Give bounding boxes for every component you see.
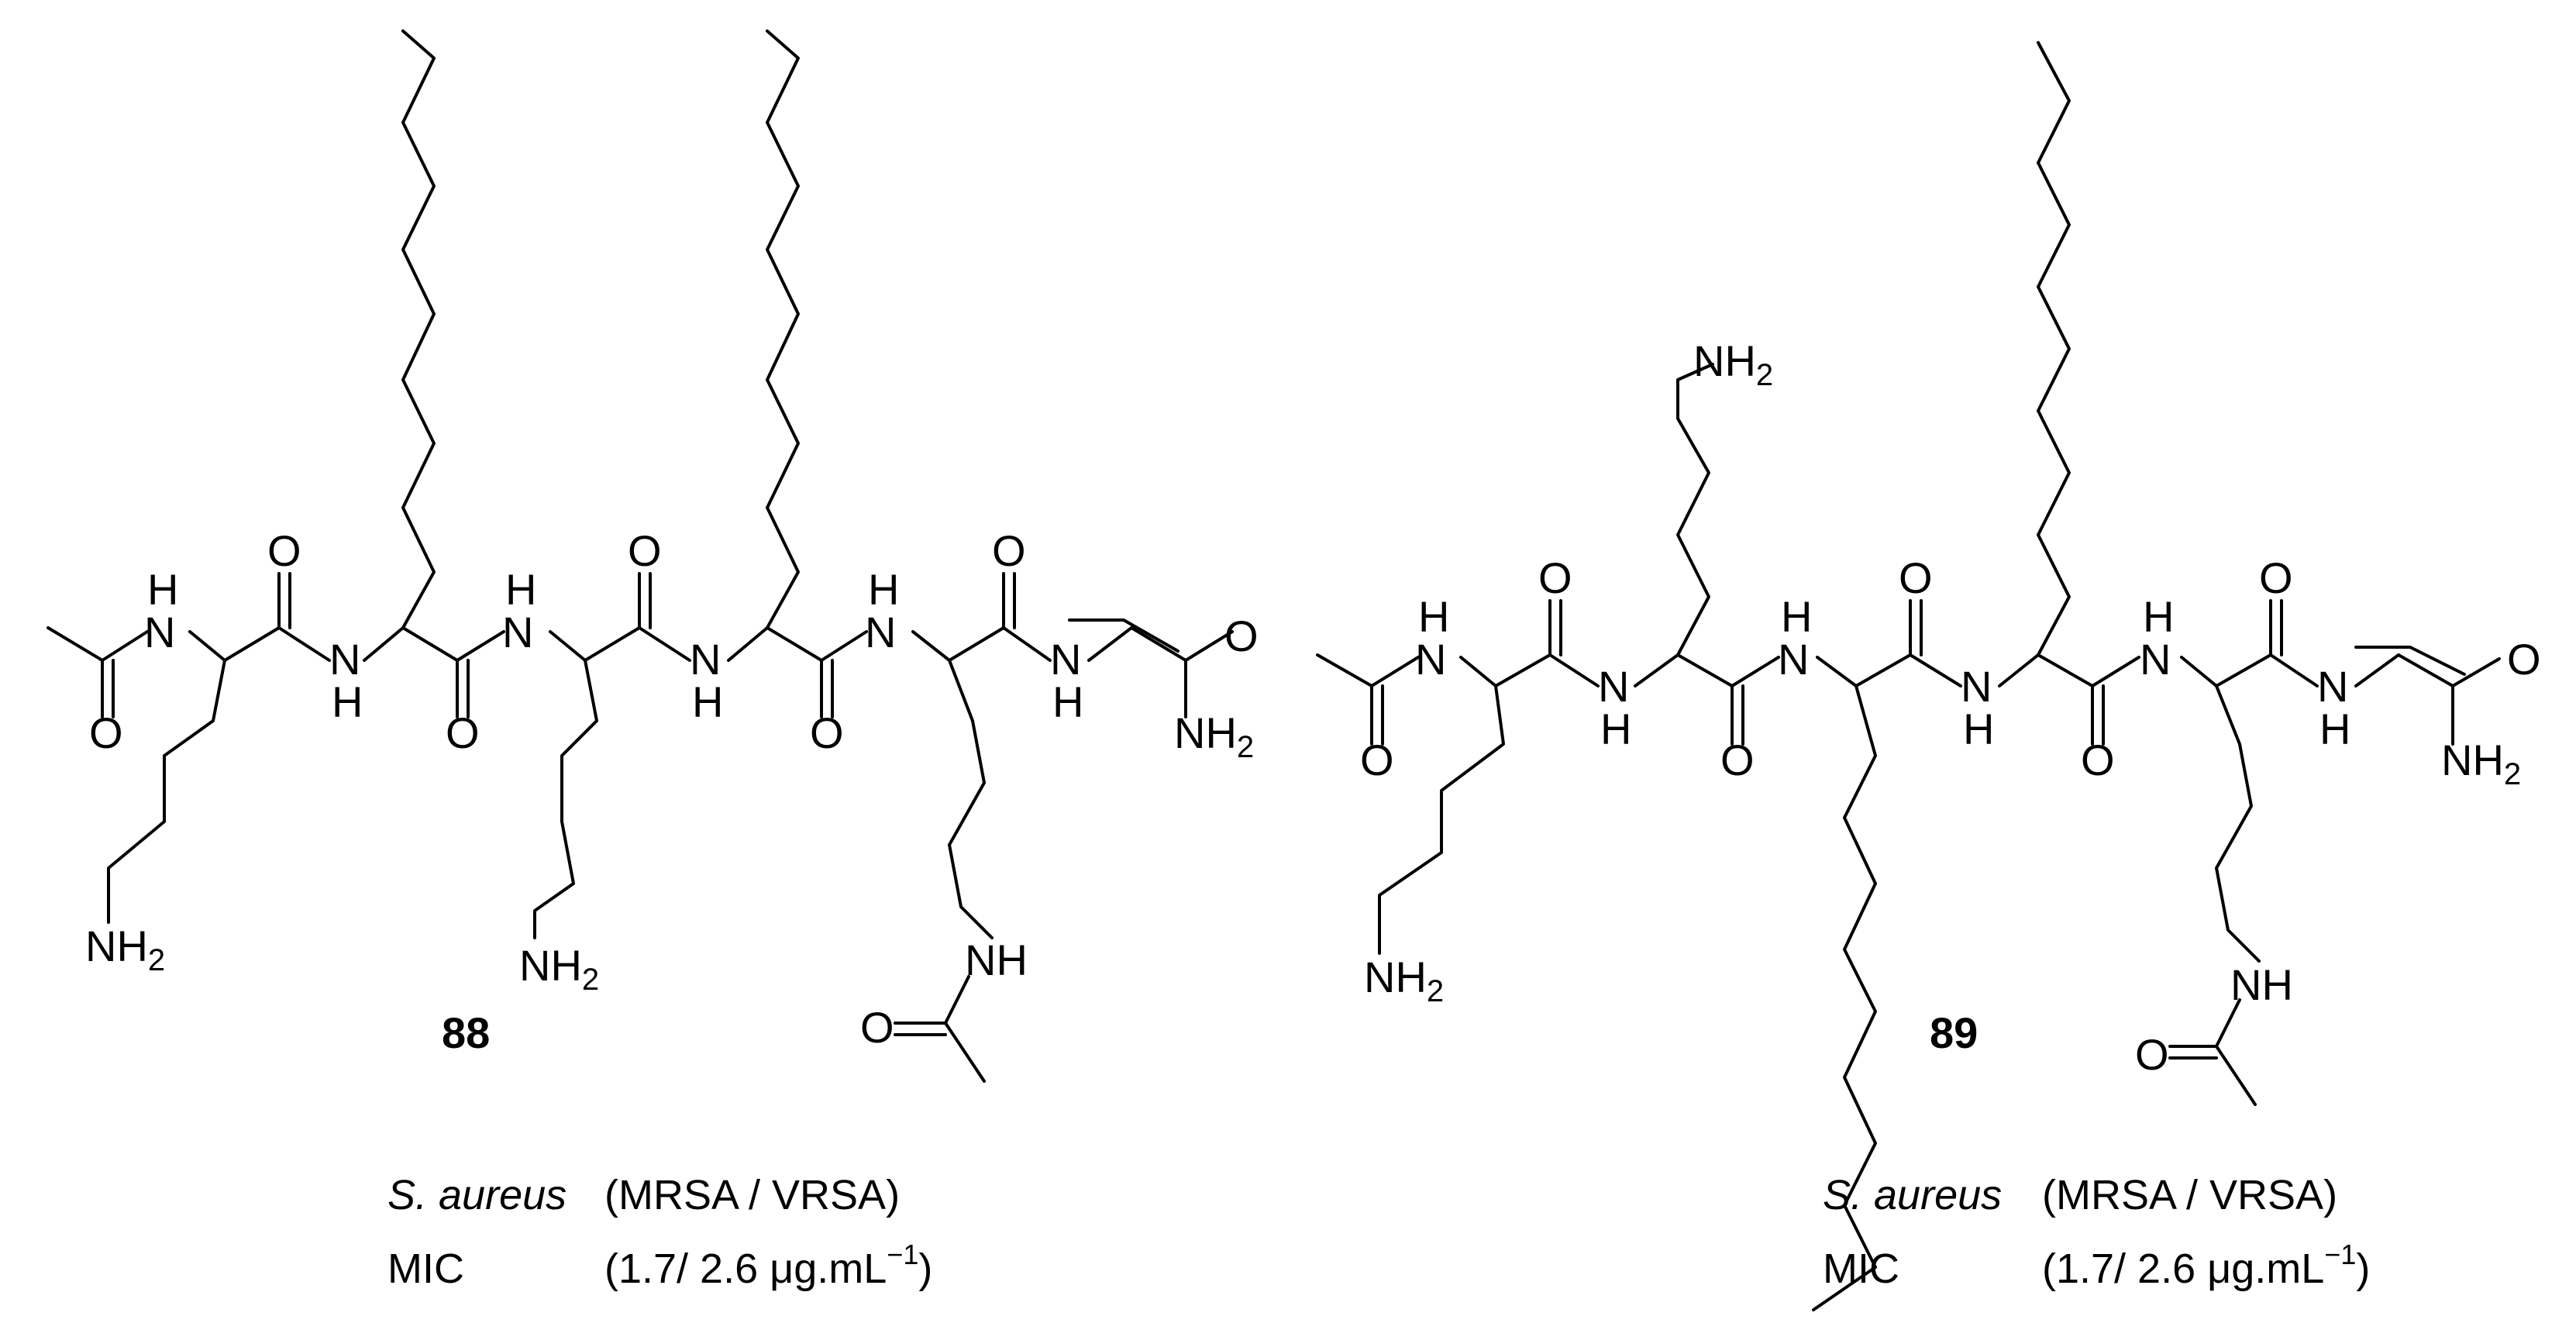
atom-N: N bbox=[690, 635, 721, 684]
mic-label: MIC bbox=[1823, 1246, 1899, 1292]
atom-N: N bbox=[1778, 635, 1809, 684]
compound-89-lipid-chain-1 bbox=[1812, 684, 1877, 1311]
compound-89-lipid-chain-2 bbox=[2037, 41, 2071, 656]
atom-H: H bbox=[1600, 705, 1631, 753]
atom-H: H bbox=[147, 565, 178, 614]
compound-89-backbone bbox=[1316, 599, 2501, 746]
compound-88-lipid-chain-2 bbox=[766, 29, 800, 629]
atom-O: O bbox=[992, 526, 1026, 575]
amine-nh2-label: NH2 bbox=[85, 922, 165, 977]
compound-89-activity: S. aureus (MRSA / VRSA) MIC (1.7/ 2.6 μg… bbox=[1823, 1172, 2370, 1292]
atom-O: O bbox=[2135, 1030, 2169, 1079]
atom-N: N bbox=[2317, 662, 2348, 711]
atom-O: O bbox=[1360, 736, 1394, 784]
compound-88-lipid-chain-1 bbox=[401, 29, 436, 629]
amide-nh2-label: NH2 bbox=[2441, 736, 2521, 791]
amine-nh2-label: NH2 bbox=[1693, 336, 1773, 392]
organism-name: S. aureus bbox=[387, 1172, 567, 1218]
compound-89-lysine-sidechain-1 bbox=[1378, 684, 1505, 955]
mic-label: MIC bbox=[387, 1246, 464, 1292]
organism-name: S. aureus bbox=[1823, 1172, 2002, 1218]
compound-88-lysine-sidechain-1 bbox=[107, 659, 226, 924]
mic-value: (1.7/ 2.6 μg.mL−1) bbox=[2042, 1239, 2370, 1292]
atom-H: H bbox=[1418, 592, 1449, 641]
atom-NH: NH bbox=[965, 935, 1028, 984]
strain-list: (MRSA / VRSA) bbox=[2042, 1172, 2337, 1218]
compound-88-glycinamide bbox=[1068, 618, 1180, 653]
compound-89-structure: H N O O N H O H N O N H O H N O N H O NH… bbox=[1316, 41, 2541, 1311]
atom-N: N bbox=[1415, 635, 1446, 684]
compound-89-lysine-sidechain-2 bbox=[1676, 363, 1714, 656]
strain-list: (MRSA / VRSA) bbox=[604, 1172, 900, 1218]
atom-O: O bbox=[89, 708, 123, 757]
atom-H: H bbox=[1781, 592, 1812, 641]
atom-N: N bbox=[144, 608, 175, 656]
atom-N: N bbox=[2140, 635, 2171, 684]
compound-88-acetyl-lysine-sidechain bbox=[894, 659, 994, 1083]
amine-nh2-label: NH2 bbox=[519, 941, 599, 997]
atom-N: N bbox=[865, 608, 896, 656]
atom-H: H bbox=[2143, 592, 2174, 641]
compound-88-activity: S. aureus (MRSA / VRSA) MIC (1.7/ 2.6 μg… bbox=[387, 1172, 932, 1292]
atom-N: N bbox=[1598, 662, 1629, 711]
compound-89-acetyl-lysine-sidechain bbox=[2168, 684, 2261, 1106]
atom-H: H bbox=[332, 677, 363, 726]
atom-O: O bbox=[2081, 736, 2115, 784]
compound-88-lysine-sidechain-2 bbox=[533, 659, 598, 939]
atom-O: O bbox=[810, 708, 844, 757]
mic-value: (1.7/ 2.6 μg.mL−1) bbox=[604, 1239, 932, 1292]
atom-H: H bbox=[2319, 705, 2350, 753]
atom-NH: NH bbox=[2230, 960, 2293, 1009]
compound-89-glycinamide bbox=[2354, 646, 2466, 676]
amine-nh2-label: NH2 bbox=[1364, 953, 1444, 1008]
atom-O: O bbox=[860, 1003, 894, 1052]
atom-O: O bbox=[2507, 635, 2541, 684]
amide-nh2-label: NH2 bbox=[1174, 708, 1254, 764]
atom-N: N bbox=[502, 608, 533, 656]
atom-N: N bbox=[329, 635, 360, 684]
compound-88-structure: H N O O N H O H N O N H O H N O N H O NH… bbox=[46, 29, 1259, 1083]
atom-O: O bbox=[1538, 553, 1572, 602]
atom-N: N bbox=[1961, 662, 1992, 711]
atom-H: H bbox=[1963, 705, 1994, 753]
atom-O: O bbox=[1899, 553, 1933, 602]
atom-O: O bbox=[1224, 612, 1259, 660]
compound-89-id: 89 bbox=[1930, 1008, 1978, 1057]
atom-H: H bbox=[868, 565, 899, 614]
atom-O: O bbox=[1720, 736, 1755, 784]
compound-88-id: 88 bbox=[442, 1008, 490, 1057]
atom-H: H bbox=[692, 677, 723, 726]
atom-H: H bbox=[505, 565, 536, 614]
atom-O: O bbox=[628, 526, 662, 575]
atom-H: H bbox=[1052, 677, 1083, 726]
compound-88-backbone bbox=[46, 572, 1234, 718]
atom-O: O bbox=[267, 526, 301, 575]
atom-N: N bbox=[1050, 635, 1081, 684]
atom-O: O bbox=[2259, 553, 2293, 602]
atom-O: O bbox=[446, 708, 480, 757]
